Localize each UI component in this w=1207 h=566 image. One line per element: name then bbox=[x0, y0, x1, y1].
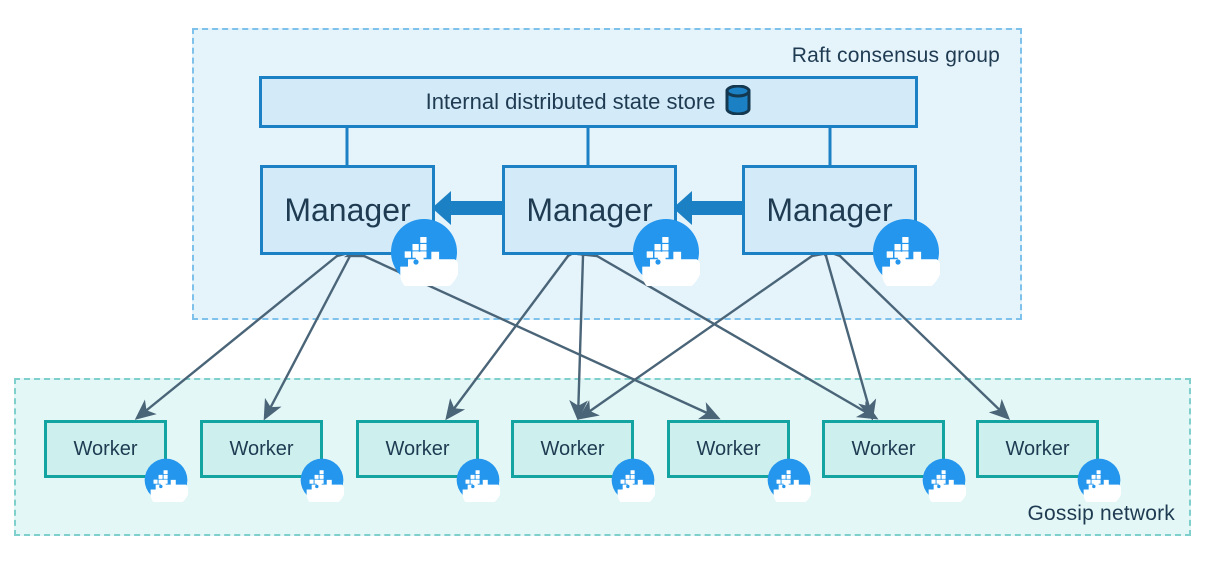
database-cylinder-icon bbox=[725, 84, 751, 120]
gossip-network-label: Gossip network bbox=[1027, 502, 1175, 525]
docker-whale-icon-worker-3 bbox=[456, 458, 500, 502]
link-manager2-worker4 bbox=[569, 237, 593, 421]
manager-peer-connectors bbox=[432, 191, 787, 225]
worker-label-6: Worker bbox=[851, 437, 916, 460]
worker-node-1[interactable]: Worker bbox=[44, 420, 167, 478]
worker-node-3[interactable]: Worker bbox=[356, 420, 479, 478]
manager-label-1: Manager bbox=[284, 191, 411, 228]
link-manager2-manager3 bbox=[673, 191, 787, 225]
worker-node-6[interactable]: Worker bbox=[822, 420, 945, 478]
docker-whale-icon-worker-5 bbox=[767, 458, 811, 502]
link-manager3-worker7 bbox=[820, 236, 1011, 420]
worker-node-2[interactable]: Worker bbox=[200, 420, 323, 478]
store-to-manager-connectors bbox=[345, 128, 832, 165]
docker-whale-icon-worker-7 bbox=[1077, 458, 1121, 502]
internal-state-store-label: Internal distributed state store bbox=[425, 89, 716, 114]
worker-label-2: Worker bbox=[229, 437, 294, 460]
manager-worker-connectors bbox=[134, 235, 1011, 421]
link-manager1-worker2 bbox=[263, 235, 367, 421]
worker-node-4[interactable]: Worker bbox=[511, 420, 634, 478]
docker-whale-icon-manager-1 bbox=[390, 218, 458, 286]
link-manager3-worker4 bbox=[577, 238, 832, 420]
docker-whale-icon-worker-6 bbox=[922, 458, 966, 502]
docker-whale-icon-worker-1 bbox=[144, 458, 188, 502]
link-manager1-manager2 bbox=[432, 191, 546, 225]
raft-consensus-group-label: Raft consensus group bbox=[791, 44, 1000, 67]
link-manager2-worker3 bbox=[445, 236, 587, 421]
docker-whale-icon-worker-4 bbox=[611, 458, 655, 502]
manager-label-3: Manager bbox=[766, 191, 893, 228]
worker-label-3: Worker bbox=[385, 437, 450, 460]
worker-label-7: Worker bbox=[1005, 437, 1070, 460]
docker-whale-icon-worker-2 bbox=[300, 458, 344, 502]
worker-node-5[interactable]: Worker bbox=[667, 420, 790, 478]
docker-whale-icon-manager-2 bbox=[632, 218, 700, 286]
worker-label-5: Worker bbox=[696, 437, 761, 460]
docker-whale-icon-manager-3 bbox=[872, 218, 940, 286]
worker-node-7[interactable]: Worker bbox=[976, 420, 1099, 478]
worker-label-1: Worker bbox=[73, 437, 138, 460]
manager-label-2: Manager bbox=[526, 191, 653, 228]
worker-label-4: Worker bbox=[540, 437, 605, 460]
internal-state-store-box[interactable]: Internal distributed state store bbox=[259, 76, 918, 128]
